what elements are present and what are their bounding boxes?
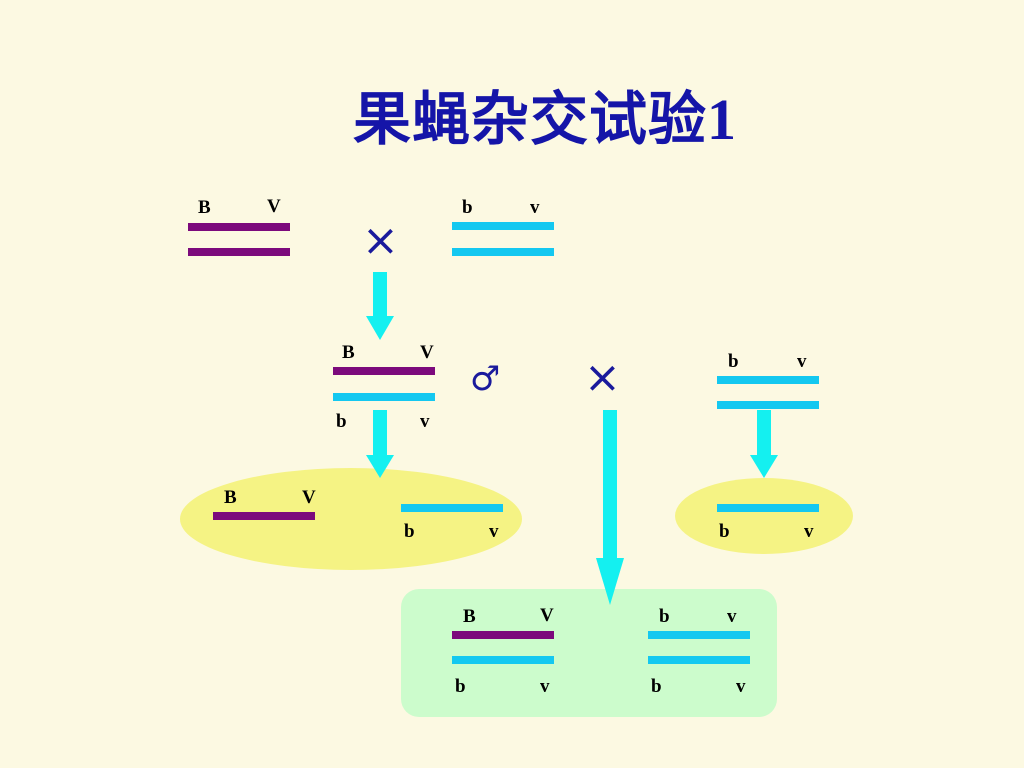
offspring2-label-b-top: b: [659, 606, 670, 627]
arrow-parents-to-f1: [366, 272, 394, 340]
p1-label-V: V: [267, 196, 281, 217]
gamete2-label-v: v: [489, 521, 499, 542]
page-title: 果蝇杂交试验1: [352, 87, 737, 152]
offspring-box: [401, 589, 777, 717]
test-parent-chromosome-bottom: [717, 401, 819, 409]
p2-label-b: b: [462, 197, 473, 218]
f1-label-v: v: [420, 411, 430, 432]
arrow-f1-to-gametes: [366, 410, 394, 478]
gamete3-chromosome: [717, 504, 819, 512]
p2-chromosome-bottom: [452, 248, 554, 256]
offspring1-label-B: B: [463, 606, 476, 627]
gamete-ellipse-test-parent: [675, 478, 853, 554]
f1-label-B: B: [342, 342, 355, 363]
test-parent-label-v: v: [797, 351, 807, 372]
f1-chromosome-top: [333, 367, 435, 375]
p1-chromosome-bottom: [188, 248, 290, 256]
offspring2-chromosome-top: [648, 631, 750, 639]
gamete1-chromosome: [213, 512, 315, 520]
gamete1-label-B: B: [224, 487, 237, 508]
offspring1-label-b: b: [455, 676, 466, 697]
cross-symbol-1: ×: [362, 215, 399, 266]
gamete1-label-V: V: [302, 487, 316, 508]
offspring2-label-v-bottom: v: [736, 676, 746, 697]
offspring2-label-v-top: v: [727, 606, 737, 627]
gamete3-label-b: b: [719, 521, 730, 542]
p2-chromosome-top: [452, 222, 554, 230]
test-parent-label-b: b: [728, 351, 739, 372]
gamete3-label-v: v: [804, 521, 814, 542]
arrow-cross-to-offspring: [596, 410, 624, 605]
cross-symbol-2: ×: [584, 352, 621, 403]
offspring1-label-v: v: [540, 676, 550, 697]
male-symbol: ♂: [470, 359, 501, 399]
f1-label-V: V: [420, 342, 434, 363]
offspring2-chromosome-bottom: [648, 656, 750, 664]
offspring1-label-V: V: [540, 605, 554, 626]
gamete2-chromosome: [401, 504, 503, 512]
f1-label-b: b: [336, 411, 347, 432]
offspring1-chromosome-top: [452, 631, 554, 639]
p1-label-B: B: [198, 197, 211, 218]
offspring2-label-b-bottom: b: [651, 676, 662, 697]
p1-chromosome-top: [188, 223, 290, 231]
p2-label-v: v: [530, 197, 540, 218]
test-parent-chromosome-top: [717, 376, 819, 384]
arrow-testparent-to-gamete: [750, 410, 778, 478]
offspring1-chromosome-bottom: [452, 656, 554, 664]
gamete2-label-b: b: [404, 521, 415, 542]
f1-chromosome-bottom: [333, 393, 435, 401]
